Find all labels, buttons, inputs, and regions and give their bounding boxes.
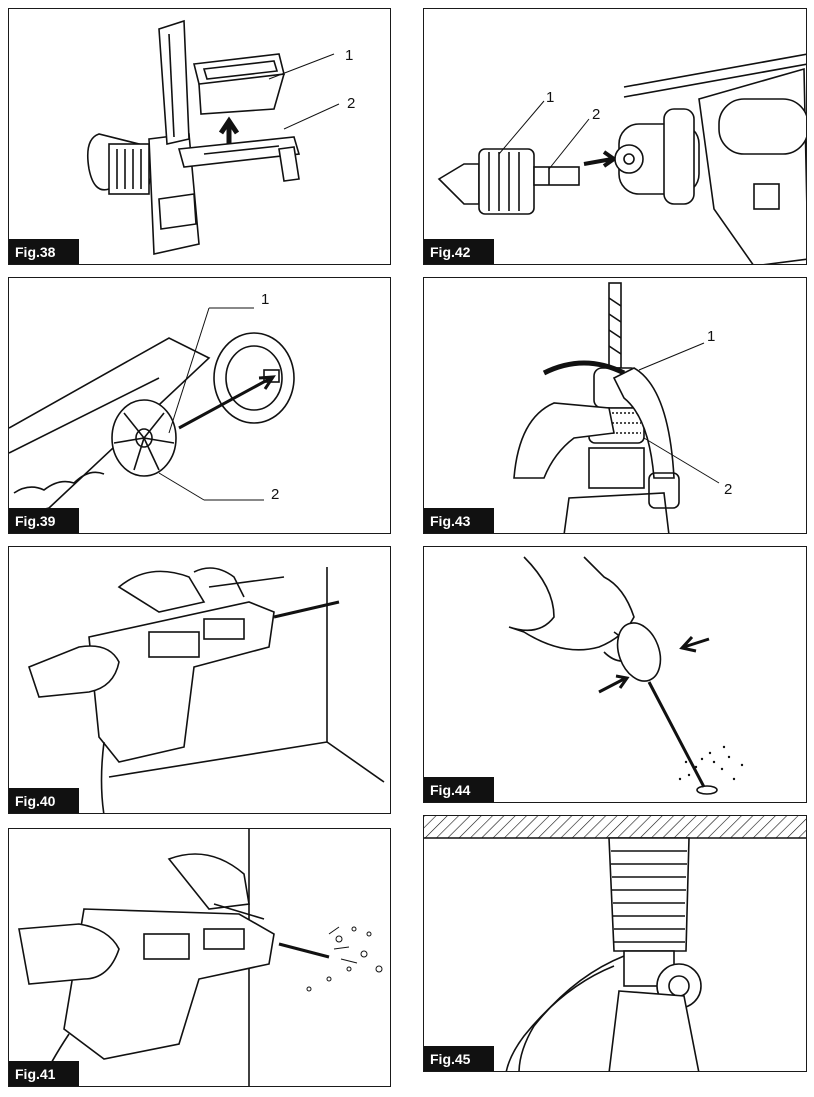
- figure-label: Fig.38: [9, 239, 79, 264]
- callout-1: 1: [345, 47, 354, 64]
- figure-label: Fig.42: [424, 239, 494, 264]
- callout-1: 1: [546, 89, 555, 106]
- figure-panel-39: 1 2 Fig.39: [8, 277, 391, 534]
- figure-panel-42: 1 2 Fig.42: [423, 8, 807, 265]
- chuck-adapter-illustration: [437, 53, 806, 264]
- figure-label: Fig.39: [9, 508, 79, 533]
- figure-panel-43: 1 2 Fig.43: [423, 277, 807, 534]
- callout-2: 2: [724, 481, 733, 498]
- figure-panel-41: Fig.41: [8, 828, 391, 1087]
- ceiling-dust-extraction-illustration: [424, 816, 806, 1071]
- dust-cup-attachment-illustration: [9, 307, 295, 519]
- drilling-wall-illustration: [28, 567, 385, 813]
- callout-1: 1: [707, 328, 716, 345]
- callout-2: 2: [347, 95, 356, 112]
- blow-out-bulb-illustration: [508, 556, 744, 795]
- chiseling-illustration: [18, 829, 383, 1086]
- figure-label: Fig.41: [9, 1061, 79, 1086]
- chuck-tightening-illustration: [513, 282, 720, 533]
- figure-label: Fig.44: [424, 777, 494, 802]
- callout-2: 2: [592, 106, 601, 123]
- figure-label: Fig.40: [9, 788, 79, 813]
- figure-panel-38: 1 2 Fig.38: [8, 8, 391, 265]
- callout-1: 1: [261, 291, 270, 308]
- figure-panel-40: Fig.40: [8, 546, 391, 814]
- dust-case-filter-illustration: [86, 19, 340, 255]
- callout-2: 2: [271, 486, 280, 503]
- figure-panel-44: Fig.44: [423, 546, 807, 803]
- figure-label: Fig.43: [424, 508, 494, 533]
- figure-panel-45: Fig.45: [423, 815, 807, 1072]
- figure-label: Fig.45: [424, 1046, 494, 1071]
